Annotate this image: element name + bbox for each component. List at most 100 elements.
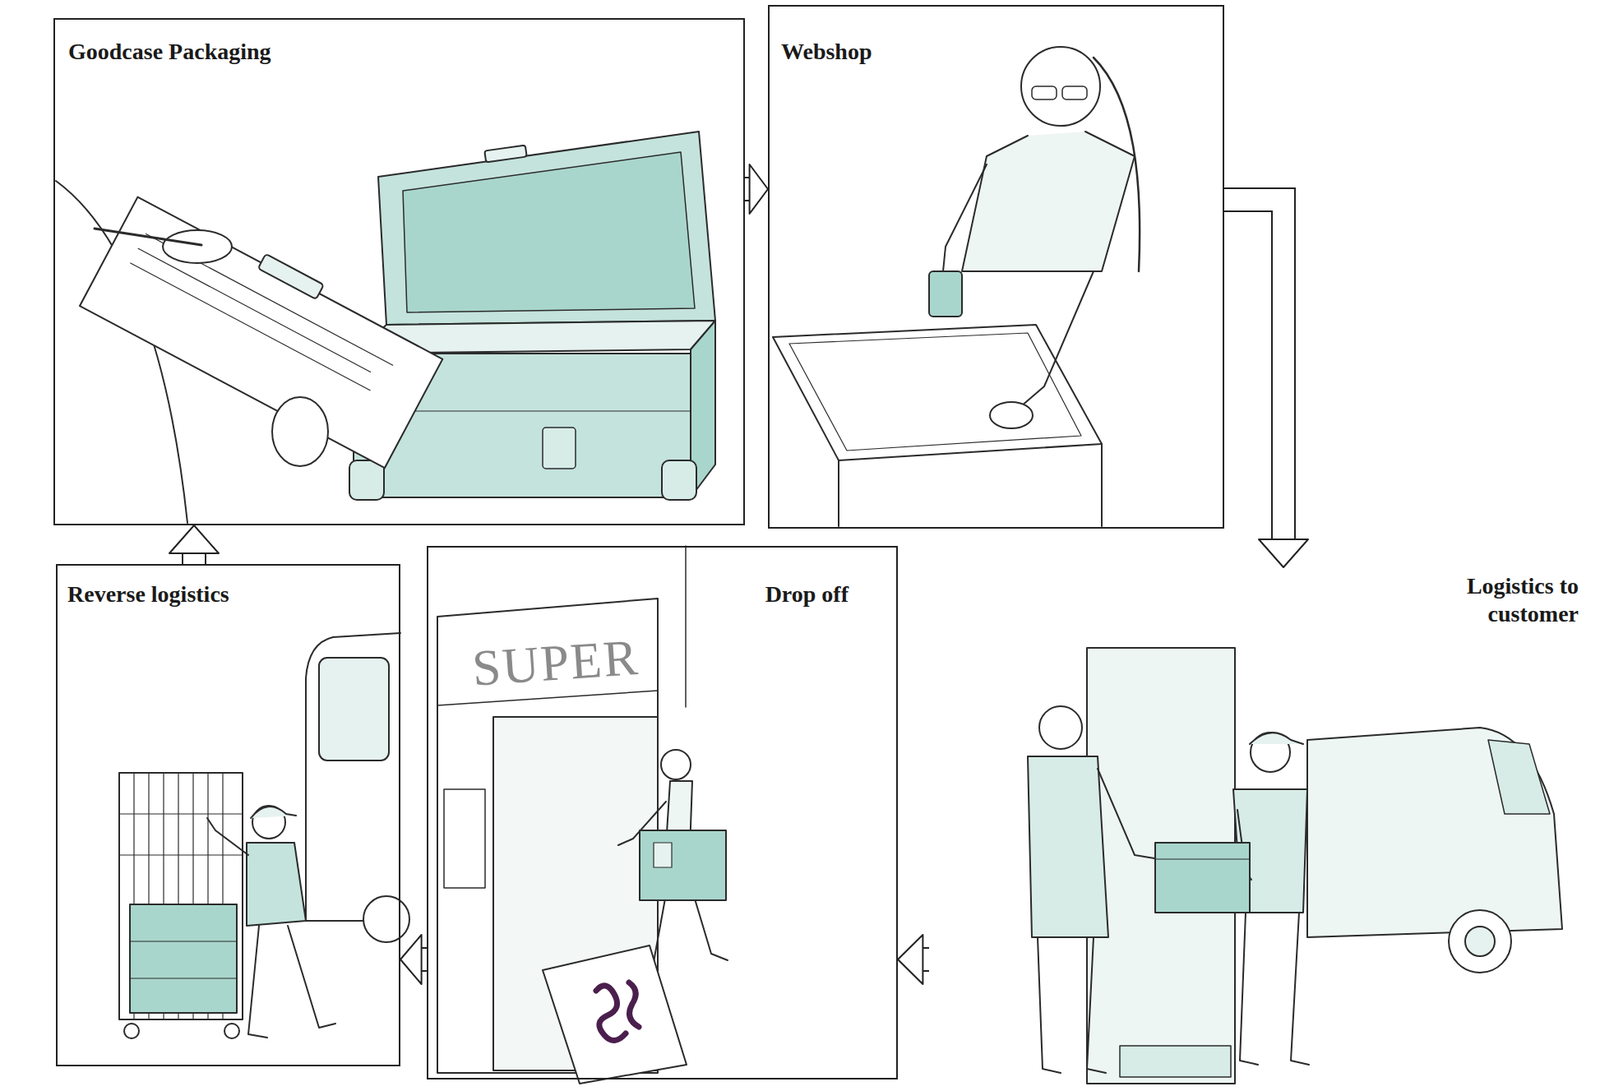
doorstep-delivery-illustration-part [1086, 937, 1106, 1073]
supermarket-illustration-part [437, 690, 658, 706]
packaging-box-illustration-part [661, 460, 697, 500]
panel-title: Drop off [436, 580, 849, 609]
sandwich-board-sign [542, 945, 687, 1084]
supermarket-illustration-part [684, 545, 687, 708]
doorstep-delivery-illustration-part [1239, 912, 1258, 1065]
supermarket-illustration-part [443, 789, 486, 888]
panel-title: Reverse logistics [67, 580, 391, 609]
packing-worker-illustration-part [1062, 86, 1087, 100]
flow-arrow [400, 934, 427, 985]
doorstep-delivery-illustration-part [1097, 768, 1160, 860]
flow-arrow [897, 934, 930, 985]
packing-worker-illustration-part [1021, 46, 1101, 126]
clipboard-illustration-part [272, 397, 329, 467]
flow-arrow [744, 164, 768, 214]
sandwich-board-sign-part [542, 945, 687, 1084]
panel-title: Logistics to customer [1389, 572, 1579, 628]
doorstep-delivery-illustration-part [1448, 910, 1512, 973]
arrow-head [749, 164, 768, 214]
flow-arrow [1224, 199, 1309, 568]
customer-returning-box-part [639, 830, 727, 901]
packing-worker-illustration-part [961, 131, 1135, 272]
doorstep-delivery-illustration-part [1290, 912, 1309, 1065]
arrow-shaft-fill [1224, 199, 1284, 540]
reverse-logistics-illustration-part [250, 806, 296, 819]
reverse-logistics-illustration-part [305, 633, 401, 921]
arrow-head [897, 934, 923, 985]
reverse-logistics-illustration-part [224, 1023, 240, 1039]
customer-returning-box-part [653, 842, 672, 868]
reverse-logistics-illustration-part [129, 940, 237, 942]
reverse-logistics-illustration-part [207, 818, 249, 856]
arrow-head [1258, 539, 1309, 568]
reverse-logistics-illustration [119, 633, 410, 1039]
packaging-box-illustration [349, 131, 716, 500]
arrow-head [400, 934, 422, 985]
clipboard-illustration-part [79, 188, 448, 468]
panel-title: Webshop [781, 37, 1215, 66]
arrow-head [169, 525, 219, 554]
packaging-box-illustration-part [349, 460, 384, 500]
clipboard-illustration-part-part [79, 197, 443, 469]
customer-returning-box-part [661, 749, 691, 780]
doorstep-delivery-illustration [1027, 647, 1563, 1084]
arrow-shaft-fill [922, 948, 930, 971]
sketch-line [55, 46, 1563, 1084]
panel-title: Goodcase Packaging [68, 37, 736, 66]
packing-worker-illustration [772, 46, 1140, 527]
packing-worker-illustration-part [989, 402, 1033, 429]
packing-worker-illustration-part [1031, 86, 1057, 100]
doorstep-delivery-illustration-part [1155, 858, 1250, 860]
process-panel: Goodcase Packaging [53, 18, 745, 526]
reverse-logistics-illustration-part [319, 657, 389, 761]
flow-arrow [169, 525, 219, 565]
clipboard-illustration-part-part [138, 248, 371, 372]
process-panel: Drop off [426, 545, 898, 1080]
reverse-logistics-illustration-part [124, 1023, 139, 1039]
customer-returning-box [618, 749, 728, 969]
packing-worker-illustration-part [772, 324, 1102, 461]
arrow-shaft-outline [922, 947, 930, 972]
sandwich-board-sign-part [596, 985, 626, 1041]
doorstep-delivery-illustration-part [1155, 842, 1250, 913]
clipboard-illustration [55, 180, 448, 523]
reverse-logistics-illustration-part [248, 925, 268, 1038]
arrow-shaft-outline [181, 553, 207, 565]
packing-worker-illustration-part [1100, 443, 1103, 527]
packaging-box-illustration-part [402, 152, 695, 313]
process-panel: Webshop [767, 4, 1225, 529]
doorstep-delivery-illustration-part [1488, 739, 1550, 814]
sandwich-board-sign-part [628, 982, 639, 1027]
packaging-box-illustration-part [484, 145, 527, 163]
reverse-logistics-illustration-part [246, 842, 306, 926]
reverse-logistics-illustration-part [363, 896, 410, 943]
packing-worker-illustration-part [837, 460, 840, 527]
clipboard-illustration-part [94, 228, 202, 246]
process-panel: Reverse logistics [55, 564, 401, 1067]
clipboard-illustration-part [162, 230, 232, 264]
reverse-logistics-illustration-part [119, 772, 243, 1020]
packing-worker-illustration-part [929, 271, 962, 317]
doorstep-delivery-illustration-part [1039, 706, 1083, 750]
store-sign-text: SUPER [470, 628, 641, 699]
reverse-logistics-illustration-part [129, 977, 237, 979]
clipboard-illustration-part-part [258, 254, 324, 300]
packaging-box-illustration-part [378, 131, 716, 325]
reverse-logistics-illustration-part [119, 813, 243, 814]
doorstep-delivery-illustration-part [1307, 727, 1563, 938]
packing-worker-illustration-part [1015, 271, 1094, 412]
reverse-logistics-illustration-part [129, 904, 237, 1013]
packaging-box-illustration-part [542, 427, 576, 469]
packing-worker-illustration-part [941, 164, 987, 288]
doorstep-delivery-illustration-part [1465, 926, 1495, 957]
doorstep-delivery-illustration-part [1119, 1045, 1231, 1078]
doorstep-delivery-illustration-part [1027, 756, 1109, 938]
doorstep-delivery-illustration-part [1037, 937, 1061, 1073]
clipboard-illustration-part-part [130, 263, 370, 391]
reverse-logistics-illustration-part [287, 925, 336, 1028]
process-panel: Logistics to customer [929, 567, 1582, 1082]
doorstep-delivery-illustration-part [1249, 732, 1304, 745]
reverse-logistics-illustration-part [119, 854, 243, 856]
arrow-shaft-outline [1224, 199, 1284, 540]
